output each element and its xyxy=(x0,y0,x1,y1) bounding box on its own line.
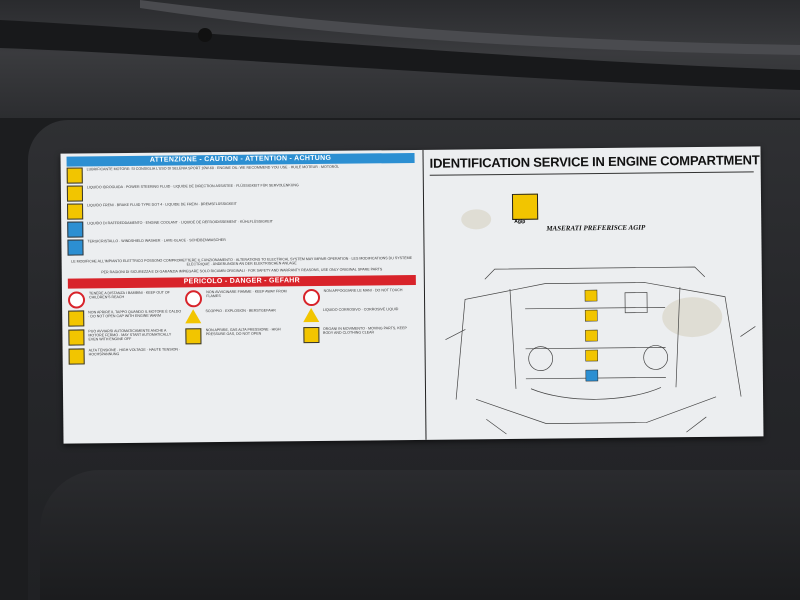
identification-title: IDENTIFICATION SERVICE IN ENGINE COMPART… xyxy=(429,152,760,171)
danger-text: LIQUIDO CORROSIVO · CORROSIVE LIQUID xyxy=(322,306,399,312)
agip-logo-text: Agip xyxy=(514,218,526,225)
danger-text: NON AVVICINARE FIAMME · KEEP AWAY FROM F… xyxy=(206,288,287,298)
danger-text: ORGANI IN MOVIMENTO · MOVING PARTS, KEEP… xyxy=(322,325,407,335)
steering-wheel-icon xyxy=(66,185,84,202)
oil-can-icon xyxy=(66,167,83,184)
danger-item: SCOPPIO · EXPLOSION · BERSTGEFAHR xyxy=(185,308,298,326)
caution-row: LUBRIFICANTE MOTORE: SI CONSIGLIA L'USO … xyxy=(66,164,415,185)
corrosive-icon xyxy=(302,307,319,322)
identification-panel: IDENTIFICATION SERVICE IN ENGINE COMPART… xyxy=(422,146,763,440)
caution-note: LE MODIFICHE ALL'IMPIANTO ELETTRICO POSS… xyxy=(71,255,413,267)
divider xyxy=(429,171,754,176)
brake-fluid-icon xyxy=(67,203,84,220)
caution-text: TERGICRISTALLO · WINDSHIELD WASHER · LAV… xyxy=(87,237,226,244)
oil-can-icon xyxy=(584,289,598,302)
danger-text: TENERE A DISTANZA I BAMBINI · KEEP OUT O… xyxy=(88,290,170,300)
danger-item: TENERE A DISTANZA I BAMBINI · KEEP OUT O… xyxy=(67,290,181,309)
danger-item: NON APRIRE, GAS ALTA PRESSIONE · HIGH PR… xyxy=(185,326,299,345)
danger-item: NON AVVICINARE FIAMME · KEEP AWAY FROM F… xyxy=(185,289,298,307)
caution-text: LIQUIDO DI RAFFREDDAMENTO · ENGINE COOLA… xyxy=(87,219,273,226)
danger-text: NON APRIRE IL TAPPO QUANDO IL MOTORE È C… xyxy=(88,309,182,319)
danger-text: SCOPPIO · EXPLOSION · BERSTGEFAHR xyxy=(205,308,276,313)
danger-header: PERICOLO - DANGER - GEFAHR xyxy=(67,274,416,289)
coolant-icon xyxy=(585,349,598,362)
engine-cover-lower xyxy=(40,470,800,600)
caution-text: LIQUIDO IDROGUIDA · POWER STEERING FLUID… xyxy=(86,183,299,190)
washer-fluid-icon xyxy=(585,369,599,382)
brake-fluid-icon xyxy=(585,329,598,342)
no-flame-icon xyxy=(185,289,203,307)
service-label: ATTENZIONE - CAUTION - ATTENTION - ACHTU… xyxy=(60,146,764,444)
danger-item: NON APRIRE IL TAPPO QUANDO IL MOTORE È C… xyxy=(68,309,181,327)
caution-text: LIQUIDO FRENI · BRAKE FLUID TYPE DOT 4 ·… xyxy=(87,201,237,208)
hood-seal xyxy=(0,0,800,90)
washer-fluid-icon xyxy=(67,239,84,256)
steering-wheel-icon xyxy=(584,309,598,322)
warnings-panel: ATTENZIONE - CAUTION - ATTENTION - ACHTU… xyxy=(66,152,418,440)
danger-item: NON APPOGGIARE LE MANI · DO NOT TOUCH xyxy=(302,287,417,306)
danger-item: LIQUIDO CORROSIVO · CORROSIVE LIQUID xyxy=(302,306,417,325)
agip-logo-icon xyxy=(511,193,539,220)
slogan: MASERATI PREFERISCE AGIP xyxy=(546,223,646,233)
danger-grid: TENERE A DISTANZA I BAMBINI · KEEP OUT O… xyxy=(67,287,417,366)
no-children-icon xyxy=(67,291,86,309)
danger-text: PUÒ AVVIARSI AUTOMATICAMENTE ANCHE A MOT… xyxy=(88,328,172,342)
danger-text: ALTA TENSIONE · HIGH VOLTAGE · HAUTE TEN… xyxy=(88,347,181,357)
fan-icon xyxy=(68,329,85,346)
belt-icon xyxy=(302,326,320,343)
caution-row: TERGICRISTALLO · WINDSHIELD WASHER · LAV… xyxy=(67,236,415,257)
high-voltage-icon xyxy=(68,348,85,365)
pressure-icon xyxy=(185,327,202,344)
engine-diagram xyxy=(445,266,756,435)
danger-text: NON APPOGGIARE LE MANI · DO NOT TOUCH xyxy=(323,287,403,293)
coolant-icon xyxy=(67,221,84,238)
danger-text: NON APRIRE, GAS ALTA PRESSIONE · HIGH PR… xyxy=(205,326,281,336)
explosion-icon xyxy=(185,308,202,323)
danger-item: ALTA TENSIONE · HIGH VOLTAGE · HAUTE TEN… xyxy=(68,347,182,365)
no-hands-icon xyxy=(302,288,320,306)
danger-item: PUÒ AVVIARSI AUTOMATICAMENTE ANCHE A MOT… xyxy=(68,328,181,346)
danger-item: ORGANI IN MOVIMENTO · MOVING PARTS, KEEP… xyxy=(302,325,417,344)
hood-clip-icon xyxy=(198,28,212,42)
hot-surface-icon xyxy=(68,310,85,327)
caution-note-2: PER RAGIONI DI SICUREZZA E DI GARANZIA I… xyxy=(101,267,383,275)
